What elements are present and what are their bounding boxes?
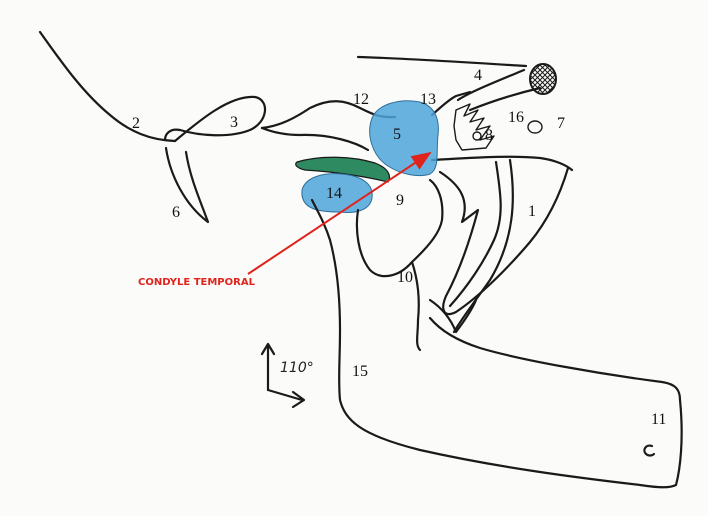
upper-joint-space-5 [369, 100, 439, 177]
muscle-wedge-tip [428, 298, 478, 334]
label-10: 10 [397, 269, 413, 286]
label-5: 5 [393, 126, 401, 143]
structure-8-circle [472, 131, 482, 141]
callout-label: CONDYLE TEMPORAL [138, 277, 256, 288]
label-1: 1 [528, 203, 536, 220]
structure-16-oval [527, 120, 543, 134]
angle-arrow-horizontal [266, 388, 306, 409]
cranial-base-top [356, 55, 528, 68]
label-2: 2 [132, 115, 140, 132]
muscle-wedge-inner [448, 158, 514, 334]
label-7: 7 [557, 115, 565, 132]
label-9: 9 [396, 192, 404, 209]
angle-label: 110° [280, 360, 314, 376]
postglenoid-line [430, 155, 574, 172]
label-11: 11 [651, 411, 666, 428]
label-14: 14 [326, 185, 342, 202]
label-15: 15 [352, 363, 368, 380]
ear-canal-opening [529, 63, 557, 95]
callout-arrow [247, 151, 432, 275]
label-16: 16 [508, 109, 524, 126]
label-8: 8 [485, 127, 493, 144]
skull-outline-left [38, 30, 177, 143]
retrodiscal-zigzag [453, 103, 495, 151]
label-12: 12 [353, 91, 369, 108]
angle-arrow-vertical [260, 342, 276, 392]
label-6: 6 [172, 204, 180, 221]
zygomatic-process [163, 95, 266, 143]
mental-mark [643, 444, 656, 457]
ear-canal-tube [456, 68, 542, 112]
label-4: 4 [474, 67, 482, 84]
coronoid-notch [410, 260, 422, 352]
mandible-outline [310, 198, 683, 489]
coronoid-wedge [438, 166, 570, 316]
pterygoid-hook [164, 146, 210, 224]
label-13: 13 [420, 91, 436, 108]
articular-eminence [260, 126, 370, 152]
label-3: 3 [230, 114, 238, 131]
